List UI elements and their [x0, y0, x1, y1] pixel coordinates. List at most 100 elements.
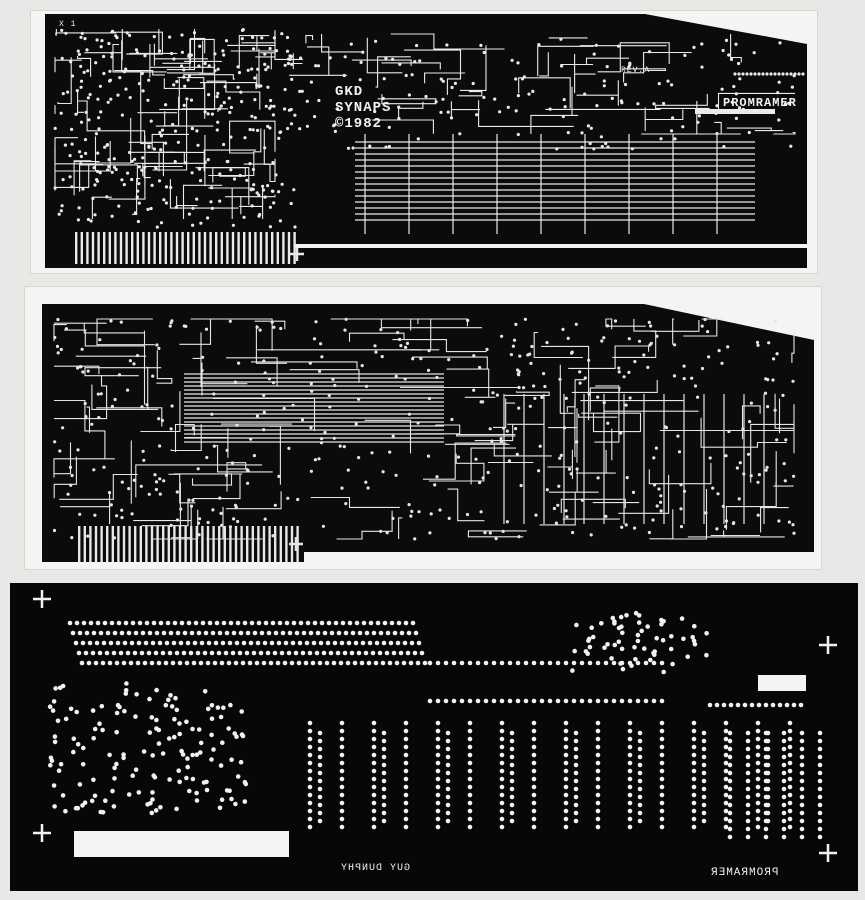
pcb-pad [659, 494, 663, 498]
pcb-pad [499, 698, 505, 704]
pcb-pad [602, 79, 606, 83]
pcb-pad [441, 97, 445, 101]
pcb-pad [187, 212, 191, 216]
pcb-pad [109, 97, 113, 101]
pcb-pad [723, 824, 729, 830]
pcb-pad [339, 792, 345, 798]
pcb-pad [195, 129, 199, 133]
pcb-pad [817, 770, 823, 776]
pcb-pad [252, 47, 256, 51]
pcb-pad [285, 49, 290, 53]
pcb-pad [587, 660, 593, 666]
middle-pcb-artwork [34, 304, 814, 562]
pcb-pad [107, 660, 113, 666]
pcb-pad [201, 355, 205, 359]
pcb-pad [574, 622, 579, 628]
pcb-trace [392, 339, 487, 353]
pcb-pad [509, 754, 515, 760]
pcb-trace [55, 32, 117, 34]
pcb-pad [307, 720, 313, 726]
pcb-pad [701, 754, 707, 760]
pcb-pad [755, 720, 761, 726]
pcb-pad [91, 196, 95, 201]
pcb-pad [132, 362, 136, 366]
pcb-pad [130, 620, 136, 626]
pcb-pad [413, 537, 417, 541]
pcb-pad [139, 484, 143, 488]
pcb-pad [170, 660, 176, 666]
pcb-pad [765, 465, 769, 469]
pcb-pad [130, 773, 135, 778]
pcb-pad [89, 219, 93, 223]
pcb-pad [163, 702, 169, 708]
pcb-pad [563, 720, 569, 726]
pcb-pad [787, 768, 793, 774]
pcb-pad [792, 474, 796, 478]
pcb-pad [691, 816, 697, 822]
pcb-pad [723, 744, 729, 750]
pcb-trace [533, 331, 583, 359]
pcb-pad [145, 403, 149, 407]
pcb-pad [435, 660, 441, 666]
pcb-pad [191, 660, 197, 666]
pcb-pad [209, 732, 214, 738]
pcb-trace [192, 473, 243, 500]
pcb-pad [358, 78, 362, 82]
pcb-pad [350, 630, 356, 636]
pcb-pad [563, 808, 569, 814]
pcb-pad [721, 504, 725, 508]
pcb-pad [467, 728, 473, 734]
pcb-pad [74, 709, 79, 715]
pcb-pad [83, 37, 87, 41]
pcb-pad [87, 640, 93, 646]
pcb-pad [58, 761, 64, 767]
pcb-pad [691, 808, 697, 814]
pcb-trace [208, 187, 253, 219]
pcb-pad [164, 201, 168, 205]
pcb-trace [226, 462, 247, 492]
pcb-pad [70, 74, 75, 78]
pcb-pad [745, 786, 751, 792]
pcb-pad [427, 698, 433, 704]
pcb-pad [724, 454, 728, 458]
pcb-pad [213, 52, 217, 56]
pcb-pad [781, 393, 785, 397]
pcb-pad [659, 728, 665, 734]
pcb-pad [441, 79, 445, 83]
pcb-pad [177, 660, 183, 666]
pcb-pad [85, 48, 89, 52]
edge-connector-finger [243, 232, 246, 264]
pcb-pad [317, 794, 323, 800]
pcb-pad [801, 72, 805, 76]
pcb-pad [499, 784, 505, 790]
pcb-pad [619, 698, 625, 704]
pcb-pad [580, 131, 584, 135]
pcb-pad [419, 650, 425, 656]
pcb-trace [404, 49, 462, 95]
pcb-pad [129, 640, 135, 646]
pcb-pad [716, 492, 720, 496]
edge-connector-finger [128, 526, 131, 562]
pcb-pad [781, 778, 787, 784]
pcb-pad [102, 620, 108, 626]
pcb-pad [745, 762, 751, 768]
pcb-pad [572, 648, 577, 654]
pcb-pad [111, 650, 117, 656]
pcb-pad [262, 640, 268, 646]
pcb-pad [701, 730, 707, 736]
pcb-pad [777, 519, 781, 523]
pcb-pad [60, 204, 64, 208]
pcb-pad [137, 620, 143, 626]
pcb-pad [637, 339, 642, 343]
pcb-pad [137, 165, 141, 169]
edge-connector-finger [119, 232, 123, 264]
pcb-pad [563, 768, 569, 774]
pcb-pad [763, 810, 769, 816]
pcb-pad [717, 349, 721, 353]
pcb-pad [339, 760, 345, 766]
edge-connector-finger [251, 526, 254, 562]
pcb-pad [403, 377, 407, 381]
pcb-pad [110, 788, 115, 794]
pcb-pad [391, 57, 395, 62]
pcb-pad [122, 183, 126, 187]
